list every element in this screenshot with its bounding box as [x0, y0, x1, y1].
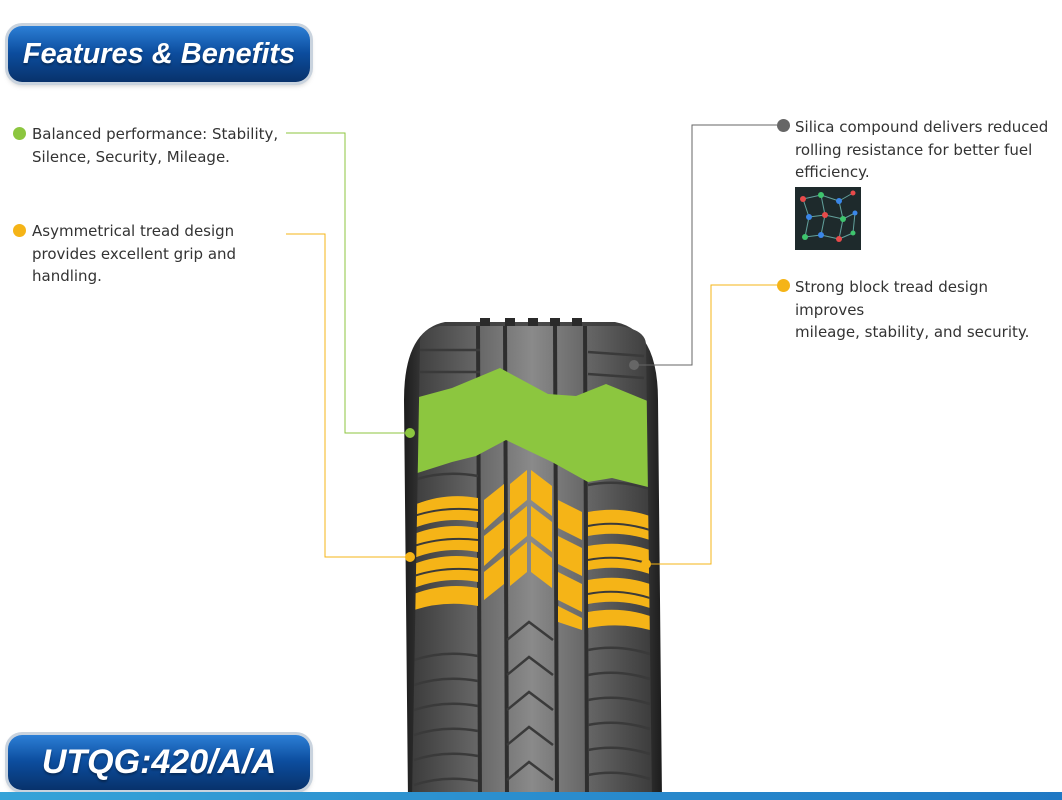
gray-dot-icon	[777, 119, 790, 132]
callout-line: Strong block tread design improves	[795, 278, 988, 319]
leader-line-orange-right	[646, 284, 777, 565]
callout-line: rolling resistance for better fuel	[795, 140, 1033, 159]
callout-balanced-performance: Balanced performance: Stability, Silence…	[32, 123, 292, 168]
features-benefits-title-text: Features & Benefits	[22, 37, 296, 70]
anchor-dot-orange-right	[641, 559, 651, 569]
leader-line-green	[286, 132, 410, 434]
callout-line: Silica compound delivers reduced	[795, 118, 1049, 136]
green-tread-band	[412, 368, 652, 488]
anchor-dot-orange-left	[405, 552, 415, 562]
callout-silica-compound: Silica compound delivers reduced rolling…	[795, 116, 1055, 184]
anchor-dot-gray	[629, 360, 639, 370]
orange-tread-blocks	[414, 470, 650, 630]
leader-line-gray	[636, 124, 777, 366]
anchor-dot-green	[405, 428, 415, 438]
callout-line: Balanced performance: Stability,	[32, 125, 279, 143]
leader-line-orange-left	[286, 233, 410, 558]
callout-line: mileage, stability, and security.	[795, 323, 1030, 341]
callout-line: Asymmetrical tread design	[32, 222, 235, 240]
features-benefits-title: Features & Benefits	[8, 26, 310, 82]
utqg-badge: UTQG:420/A/A	[8, 735, 310, 790]
callout-strong-block-tread: Strong block tread design improves milea…	[795, 276, 1059, 344]
callout-asymmetrical-tread: Asymmetrical tread design provides excel…	[32, 220, 282, 288]
tire-tread-pattern	[412, 326, 652, 800]
callout-line: provides excellent grip and	[32, 244, 237, 263]
orange-dot-icon	[13, 224, 26, 237]
bottom-accent-bar	[0, 792, 1062, 800]
green-dot-icon	[13, 127, 26, 140]
orange-dot-icon	[777, 279, 790, 292]
callout-line: Silence, Security, Mileage.	[32, 147, 230, 166]
callout-line: handling.	[32, 267, 102, 285]
callout-line: efficiency.	[795, 163, 870, 181]
utqg-badge-text: UTQG:420/A/A	[41, 743, 277, 781]
tire-top-notches	[480, 318, 582, 328]
silica-molecule-icon	[795, 187, 861, 250]
